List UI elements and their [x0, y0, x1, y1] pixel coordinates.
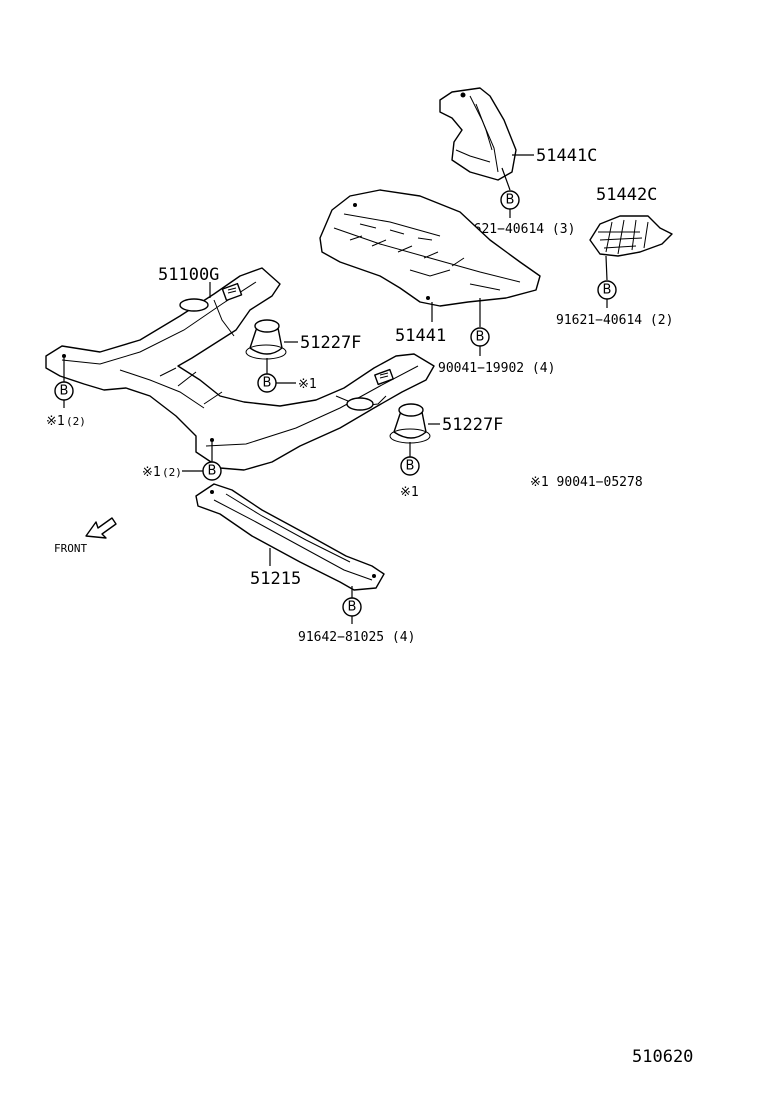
part-number-51227f-right: 51227F: [442, 415, 503, 435]
bolt-b-icon: B: [202, 461, 222, 481]
ref-note-1-left: ※1: [46, 414, 65, 429]
part-number-51441: 51441: [395, 326, 446, 346]
part-number-51227f-left: 51227F: [300, 333, 361, 353]
part-number-51442c: 51442C: [596, 185, 657, 205]
ref-note-1-left-qty: (2): [66, 415, 86, 428]
svg-text:B: B: [263, 376, 272, 391]
ref-note-1-mid: ※1: [142, 465, 161, 480]
fastener-91642-81025-4: 91642−81025 (4): [298, 630, 415, 645]
fastener-91621-40614-3: 91621−40614 (3): [458, 222, 575, 237]
part-number-51441c: 51441C: [536, 146, 597, 166]
front-label: FRONT: [54, 542, 87, 555]
front-arrow-icon: [85, 517, 117, 539]
ref-note-1-mid-qty: (2): [162, 466, 182, 479]
part-51227f-mount-right[interactable]: [389, 403, 431, 444]
svg-text:B: B: [208, 464, 217, 479]
bolt-b-icon: B: [597, 280, 617, 300]
fastener-91621-40614-2: 91621−40614 (2): [556, 313, 673, 328]
part-51100g-crossmember[interactable]: [45, 267, 435, 471]
bolt-b-icon: B: [500, 190, 520, 210]
svg-text:B: B: [406, 459, 415, 474]
part-51441-under-cover[interactable]: [319, 189, 541, 307]
svg-text:B: B: [60, 384, 69, 399]
svg-text:B: B: [603, 283, 612, 298]
part-51215-brace[interactable]: [195, 483, 385, 591]
bolt-b-icon: B: [342, 597, 362, 617]
diagram-code: 510620: [632, 1047, 693, 1067]
ref-note-1-mount-right: ※1: [400, 485, 419, 500]
svg-text:B: B: [506, 193, 515, 208]
svg-text:B: B: [348, 600, 357, 615]
part-51227f-mount-left[interactable]: [245, 319, 287, 360]
ref-note-legend: ※1 90041−05278: [530, 475, 643, 490]
part-number-51100g: 51100G: [158, 265, 219, 285]
bolt-b-icon: B: [257, 373, 277, 393]
bolt-b-icon: B: [54, 381, 74, 401]
bolt-b-icon: B: [400, 456, 420, 476]
bolt-b-icon: B: [470, 327, 490, 347]
part-51441c-shield[interactable]: [439, 87, 517, 181]
part-number-51215: 51215: [250, 569, 301, 589]
ref-note-1-mount-left: ※1: [298, 377, 317, 392]
part-51442c-shield[interactable]: [589, 215, 673, 257]
fastener-90041-19902-4: 90041−19902 (4): [438, 361, 555, 376]
svg-text:B: B: [476, 330, 485, 345]
